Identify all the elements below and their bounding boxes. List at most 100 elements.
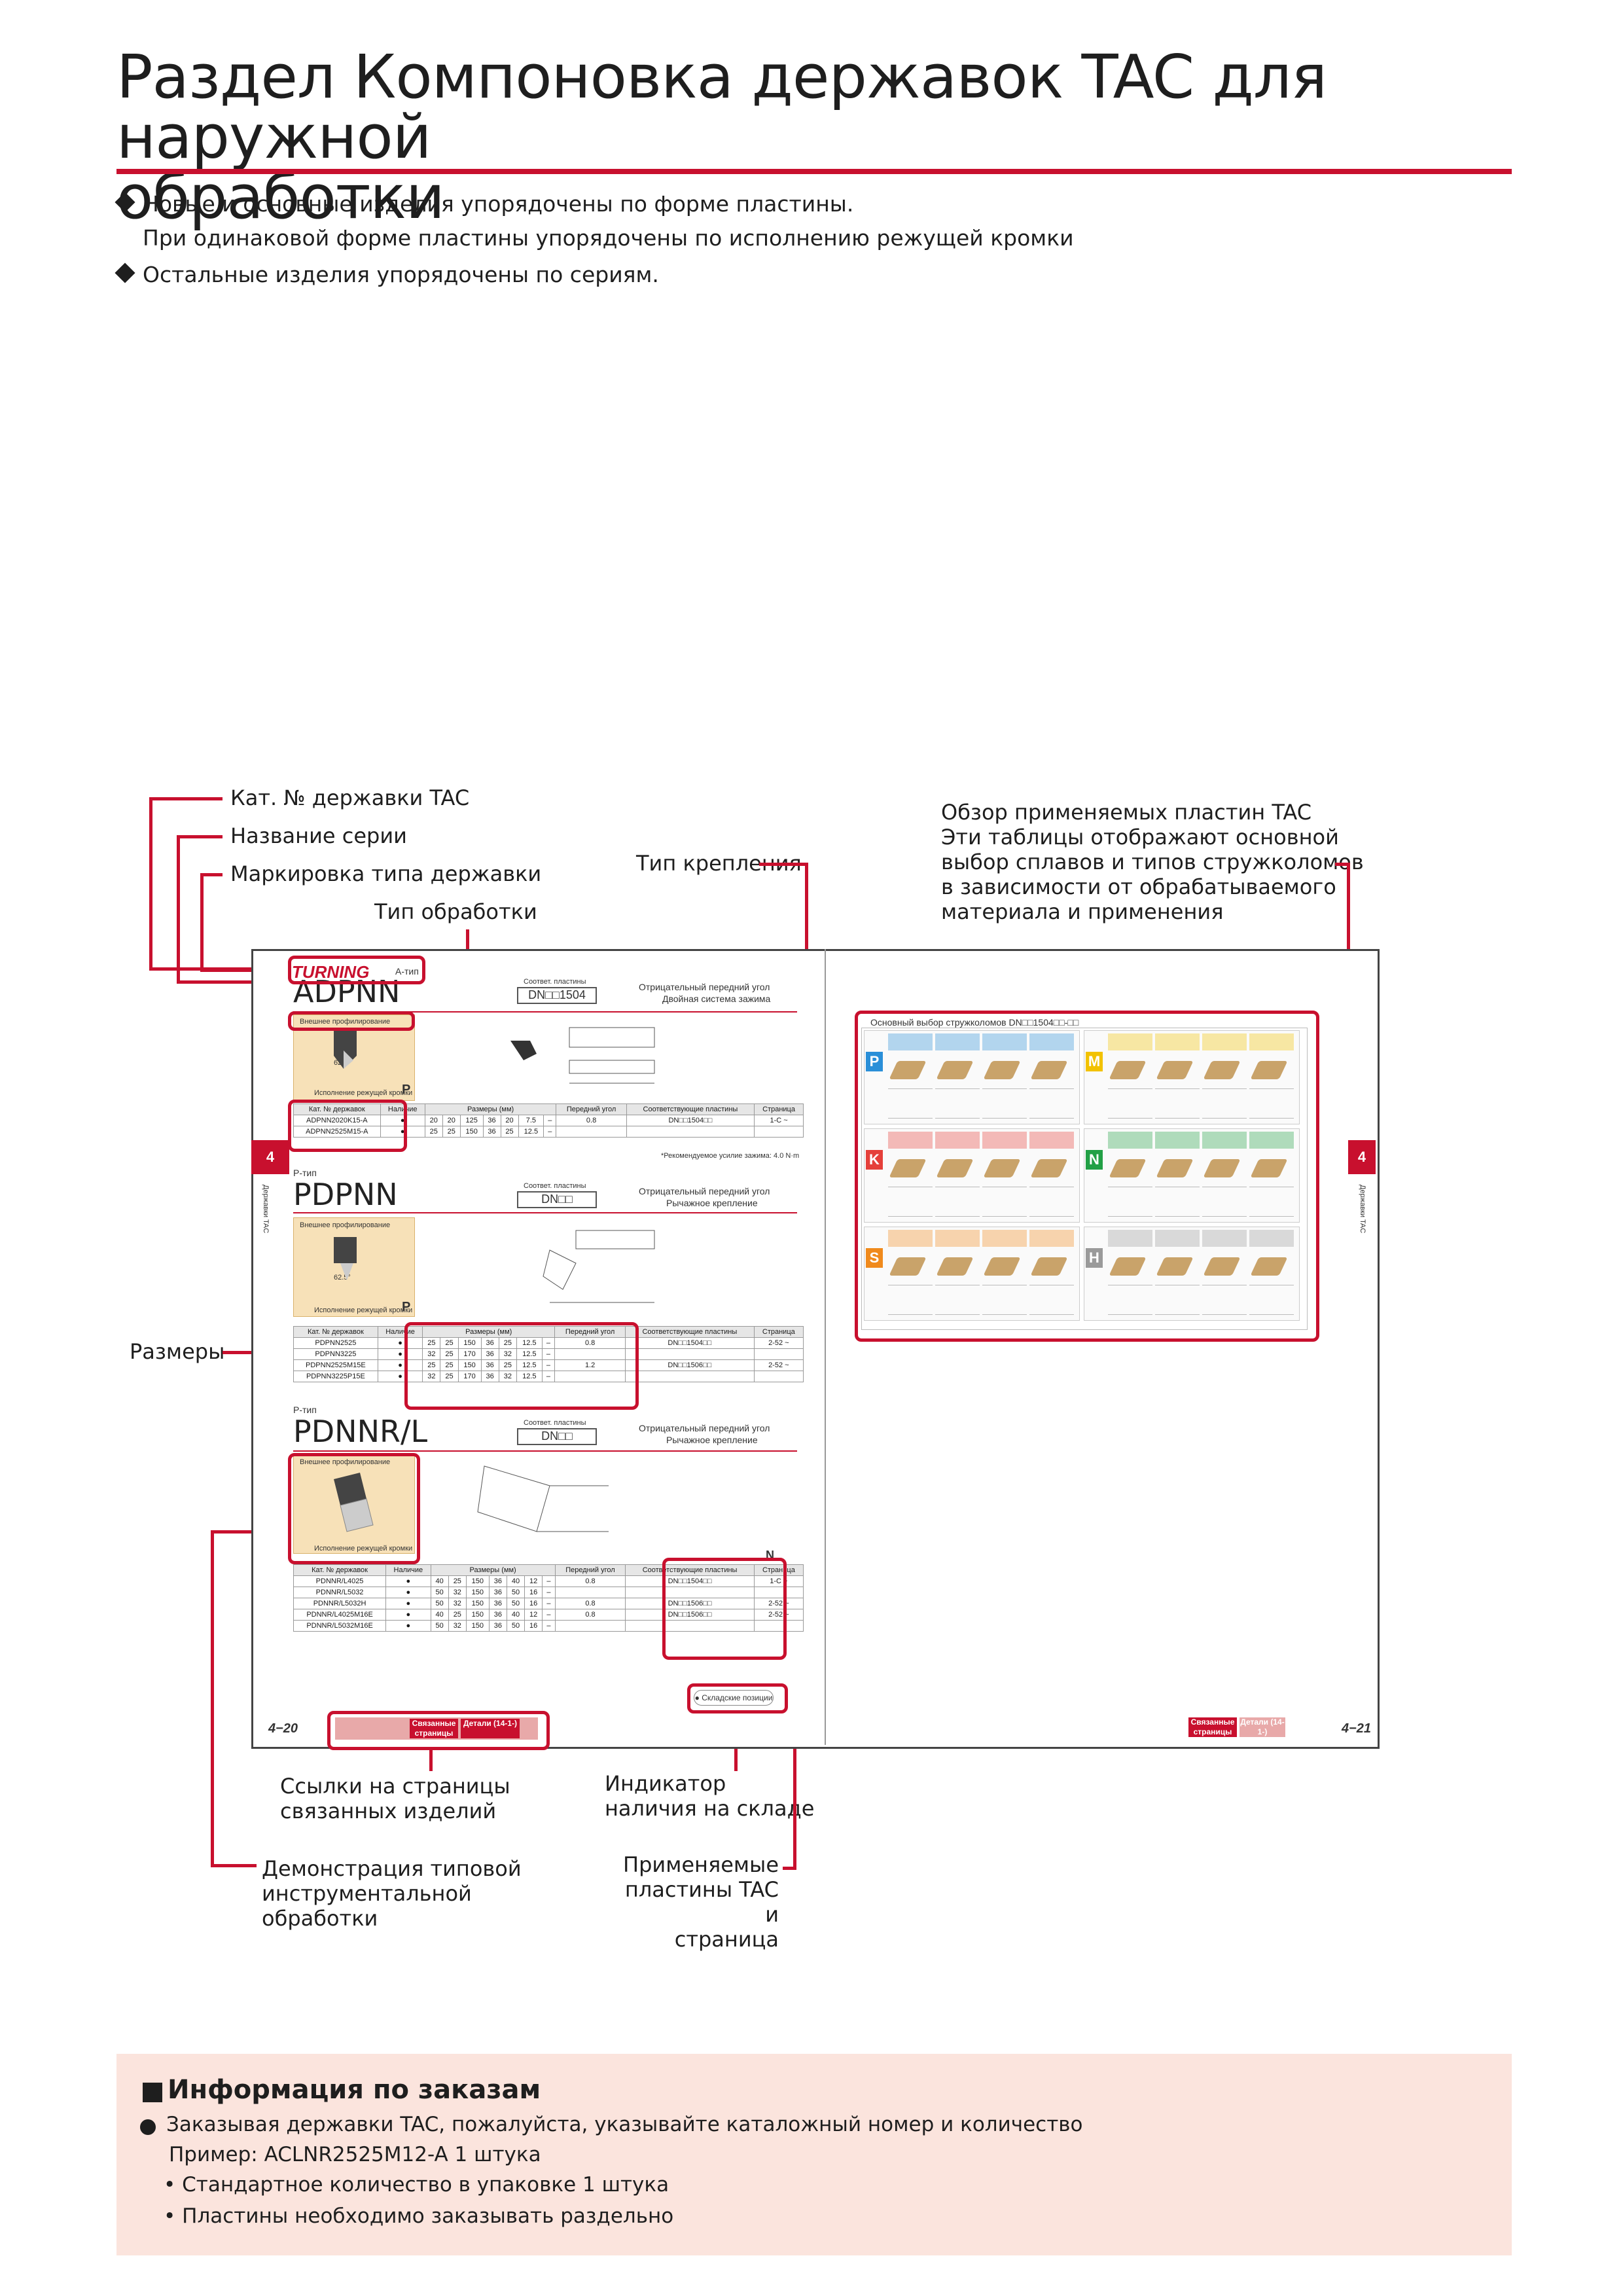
leader-line (211, 1530, 288, 1534)
insert-code-3: DN□□ (517, 1428, 597, 1445)
dimension-drawing-2 (543, 1230, 655, 1303)
grid-header-cell (1029, 1230, 1074, 1247)
insert-code-2: DN□□ (517, 1191, 597, 1208)
grid-value-cell (935, 1285, 980, 1315)
grid-value-cell (888, 1187, 933, 1217)
highlight-box (327, 1711, 550, 1750)
related-link-button[interactable]: Связанные страницы (410, 1719, 458, 1738)
grid-header-cell (1249, 1033, 1294, 1050)
grid-header-cell (935, 1132, 980, 1149)
callout-overview: Обзор применяемых пластин TAC Эти таблиц… (941, 800, 1364, 924)
intro-bullet-2: Остальные изделия упорядочены по сериям. (115, 262, 659, 287)
grid-header-cell (1029, 1033, 1074, 1050)
clamp3-a: Отрицательный передний угол (639, 1423, 770, 1433)
highlight-box (855, 1011, 1319, 1342)
section-tab-left: 4 (251, 1140, 289, 1174)
material-block-p: P (864, 1030, 1080, 1124)
grid-header-cell (888, 1230, 933, 1247)
grid-header-cell (888, 1132, 933, 1149)
callout-inserts: Применяемые пластины TAC и страница (623, 1852, 779, 1952)
highlight-box (404, 1322, 639, 1410)
highlight-box (288, 1453, 420, 1564)
type-label-p1: P-тип (293, 1168, 317, 1178)
leader-line (1335, 863, 1349, 866)
callout-machining-type: Тип обработки (374, 899, 537, 924)
side-label-right: Державки TAC (1359, 1185, 1366, 1234)
leader-line (200, 873, 204, 971)
grid-value-cell (982, 1187, 1027, 1217)
grid-value-cell (982, 1088, 1027, 1119)
grid-value-cell (1249, 1088, 1294, 1119)
callout-demo: Демонстрация типовой инструментальной об… (262, 1856, 522, 1931)
material-letter: P (866, 1052, 883, 1071)
cutting-edge-label-2: Исполнение режущей кромки (314, 1306, 413, 1314)
leader-line (211, 1530, 214, 1867)
grid-value-cell (1249, 1285, 1294, 1315)
material-letter: S (866, 1248, 883, 1268)
callout-dimensions: Размеры (130, 1339, 225, 1364)
grid-value-cell (982, 1285, 1027, 1315)
th-inserts: Соответствующие пластины (626, 1103, 755, 1115)
edge-letter-1: P (402, 1083, 411, 1097)
grid-header-cell (1108, 1033, 1152, 1050)
details-link-button-right[interactable]: Детали (14-1-) (1240, 1717, 1285, 1737)
grid-value-cell (1155, 1088, 1200, 1119)
leader-line (200, 969, 285, 972)
page-title-line1: Раздел Компоновка державок TAC для наруж… (116, 42, 1327, 172)
order-heading: Информация по заказам (168, 2075, 541, 2105)
grid-header-cell (935, 1230, 980, 1247)
side-label-left: Державки TAC (262, 1185, 270, 1234)
grid-value-cell (1202, 1187, 1247, 1217)
tool-sketch-1 (334, 1031, 357, 1069)
grid-header-cell (982, 1230, 1027, 1247)
order-line-3: • Стандартное количество в упаковке 1 шт… (164, 2173, 669, 2197)
th-dims: Размеры (мм) (424, 1103, 557, 1115)
leader-line (805, 863, 808, 1000)
grid-header-cell (1155, 1230, 1200, 1247)
spread-fold (825, 949, 826, 1745)
leader-line (759, 863, 808, 866)
highlight-box (687, 1683, 788, 1713)
profiling-label-1: Внешнее профилирование (300, 1018, 391, 1026)
series-pdnnrl: PDNNR/L (293, 1414, 428, 1449)
related-link-button-right[interactable]: Связанные страницы (1188, 1717, 1237, 1737)
series-adpnn: ADPNN (293, 974, 401, 1009)
leader-line (149, 797, 152, 970)
title-rule (116, 169, 1512, 174)
page-title: Раздел Компоновка державок TAC для наруж… (116, 47, 1556, 228)
material-letter: M (1086, 1052, 1103, 1071)
details-link-button[interactable]: Детали (14-1-) (461, 1719, 520, 1738)
grid-header-cell (1249, 1230, 1294, 1247)
callout-holder-marking: Маркировка типа державки (230, 861, 542, 886)
th-page: Страница (754, 1103, 804, 1115)
grid-value-cell (1155, 1187, 1200, 1217)
callout-series-name: Название серии (230, 823, 407, 848)
dimension-drawing-1 (510, 1027, 655, 1084)
leader-line (177, 980, 288, 984)
grid-value-cell (1029, 1088, 1074, 1119)
brand-logo: TURNING (292, 962, 370, 982)
leader-line (734, 1742, 738, 1771)
highlight-box (288, 956, 425, 984)
cutting-edge-label-1: Исполнение режущей кромки (314, 1089, 413, 1097)
grid-header-cell (982, 1033, 1027, 1050)
grid-value-cell (888, 1088, 933, 1119)
overview-grid (861, 1028, 1308, 1330)
grid-header-cell (1249, 1132, 1294, 1149)
stock-indicator[interactable]: ● Складские позиции (694, 1690, 774, 1706)
grid-header-cell (1202, 1132, 1247, 1149)
leader-line (783, 1867, 796, 1870)
edge-letter-2: P (402, 1300, 411, 1314)
grid-header-cell (1108, 1132, 1152, 1149)
leader-line (177, 835, 180, 983)
material-block-k: K (864, 1128, 1080, 1223)
insert-code-1: DN□□1504 (517, 987, 597, 1004)
